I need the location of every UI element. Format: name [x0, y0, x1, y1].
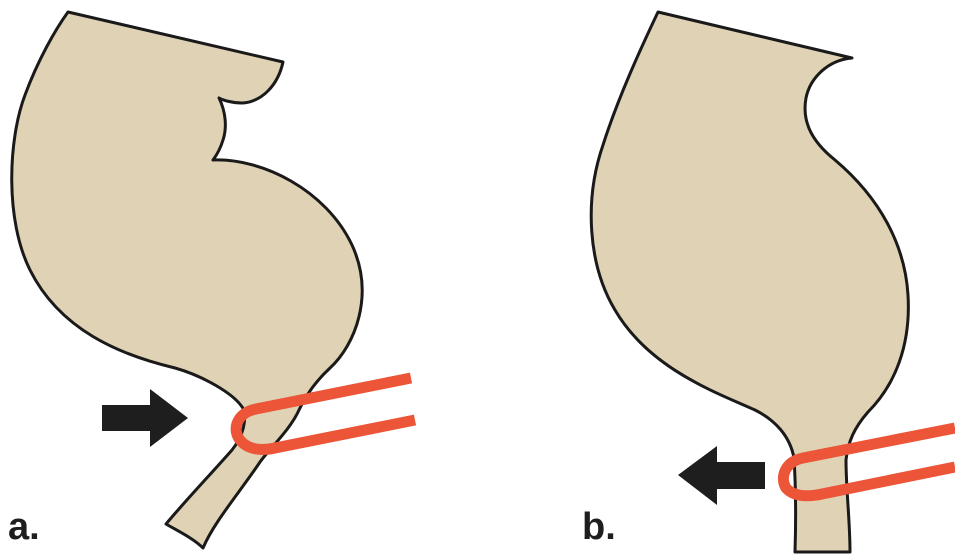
panel-a-label: a. [8, 508, 40, 546]
panel-a-organ [12, 12, 362, 548]
panel-b-label: b. [582, 508, 616, 546]
panel-b [591, 12, 955, 552]
arrow-right-icon [102, 389, 188, 447]
panel-a [12, 12, 415, 548]
arrow-left-icon [678, 446, 765, 505]
